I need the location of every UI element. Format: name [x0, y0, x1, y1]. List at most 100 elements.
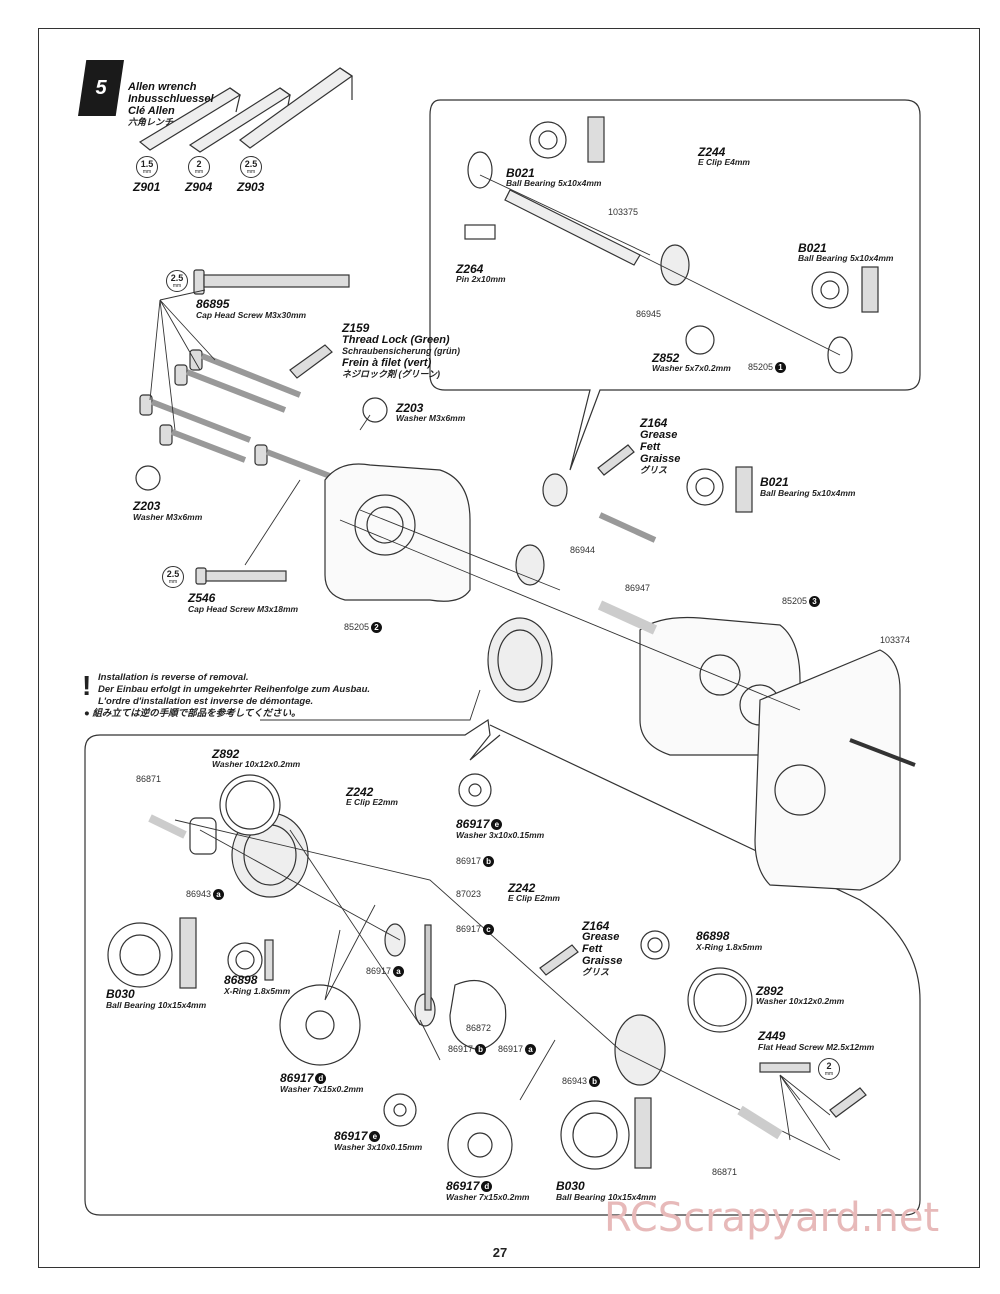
- part-name: Schraubensicherung (grün): [342, 346, 461, 356]
- part-number: 103374: [880, 635, 911, 645]
- part-desc: Washer 5x7x0.2mm: [652, 363, 731, 373]
- part-number: 86947: [625, 583, 651, 593]
- part-number: 86871: [712, 1167, 738, 1177]
- page-border: [38, 28, 980, 1268]
- part-code: Z264: [456, 262, 484, 276]
- tools-title-de: Inbusschluessel: [128, 93, 214, 105]
- part-name: グリス: [582, 967, 610, 977]
- step-number-badge: 5: [78, 60, 124, 116]
- part-desc: E Clip E4mm: [698, 157, 750, 167]
- tools-title-jp: 六角レンチ: [128, 117, 174, 127]
- part-desc: Ball Bearing 5x10x4mm: [798, 253, 894, 263]
- variant-badge: e: [369, 1131, 381, 1143]
- tools-title-fr: Clé Allen: [128, 105, 175, 117]
- part-desc: Ball Bearing 5x10x4mm: [760, 488, 856, 498]
- part-number: 86872: [466, 1023, 492, 1033]
- part-code: B030: [106, 987, 135, 1001]
- part-name: ネジロック剤 (グリーン): [342, 369, 441, 379]
- variant-badge: b: [475, 1044, 487, 1055]
- warning-text-en: Installation is reverse of removal.: [98, 672, 249, 683]
- part-code: Z159: [342, 321, 370, 335]
- variant-badge: c: [483, 924, 495, 935]
- part-name: Frein à filet (vert): [342, 357, 432, 369]
- warning-text-jp: ● 組み立ては逆の手順で部品を参考してください。: [84, 708, 301, 719]
- part-code: Z852: [652, 351, 680, 365]
- variant-badge: 1: [775, 362, 787, 373]
- tool-code: Z904: [185, 180, 213, 194]
- page-number: 27: [492, 1245, 508, 1260]
- variant-badge: 2: [371, 622, 383, 633]
- part-desc: Washer 3x10x0.15mm: [456, 830, 545, 840]
- part-desc: E Clip E2mm: [346, 797, 398, 807]
- part-code: Z164: [640, 416, 668, 430]
- assembly-lines: [149, 174, 841, 1161]
- part-code: Z449: [758, 1029, 786, 1043]
- tools-title-en: Allen wrench: [128, 81, 197, 93]
- tube-shapes: [289, 344, 867, 1118]
- motor-plate: [754, 649, 901, 891]
- part-name: グリス: [640, 465, 668, 475]
- variant-badge: b: [483, 856, 495, 867]
- part-number: 86945: [636, 309, 662, 319]
- part-desc: Ball Bearing 10x15x4mm: [106, 1000, 207, 1010]
- variant-badge: a: [393, 966, 405, 977]
- part-desc: Washer 10x12x0.2mm: [212, 759, 301, 769]
- part-code: 86898: [696, 929, 730, 943]
- part-name: Thread Lock (Green): [342, 334, 450, 346]
- part-desc: Cap Head Screw M3x18mm: [188, 604, 299, 614]
- part-desc: Ball Bearing 5x10x4mm: [506, 178, 602, 188]
- shaft-shapes: [148, 189, 783, 1140]
- part-desc: Washer 7x15x0.2mm: [446, 1192, 530, 1202]
- variant-badge: d: [481, 1181, 493, 1193]
- part-code: 86898: [224, 973, 258, 987]
- part-desc: Washer 3x10x0.15mm: [334, 1142, 423, 1152]
- part-code: Z203: [133, 499, 161, 513]
- part-code: Z242: [346, 785, 374, 799]
- warning-icon: !: [82, 670, 92, 701]
- tool-code: Z901: [133, 180, 161, 194]
- allen-wrench-icons: [138, 67, 354, 153]
- part-name: Fett: [640, 441, 661, 453]
- part-code: Z203: [396, 401, 424, 415]
- part-code: Z892: [756, 984, 784, 998]
- warning-text-fr: L'ordre d'installation est inverse de dé…: [98, 696, 314, 707]
- part-code: B030: [556, 1179, 585, 1193]
- part-code: 86895: [196, 297, 230, 311]
- variant-badge: b: [589, 1076, 601, 1087]
- part-code: Z244: [698, 145, 726, 159]
- variant-badge: e: [491, 819, 503, 831]
- part-desc: Ball Bearing 10x15x4mm: [556, 1192, 657, 1202]
- part-code: Z242: [508, 881, 536, 895]
- part-desc: Washer M3x6mm: [396, 413, 466, 423]
- watermark-text: RCScrapyard.net: [604, 1195, 940, 1241]
- part-number: 86871: [136, 774, 162, 784]
- inset-callout-bottom: [84, 718, 921, 1216]
- part-desc: X-Ring 1.8x5mm: [696, 942, 763, 952]
- part-desc: Flat Head Screw M2.5x12mm: [758, 1042, 875, 1052]
- part-desc: Washer 7x15x0.2mm: [280, 1084, 364, 1094]
- part-number: 103375: [608, 207, 639, 217]
- part-name: Graisse: [640, 453, 681, 465]
- part-code: B021: [506, 166, 535, 180]
- variant-badge: a: [213, 889, 225, 900]
- variant-badge: a: [525, 1044, 537, 1055]
- variant-badge: 3: [809, 596, 821, 607]
- part-number: 87023: [456, 889, 482, 899]
